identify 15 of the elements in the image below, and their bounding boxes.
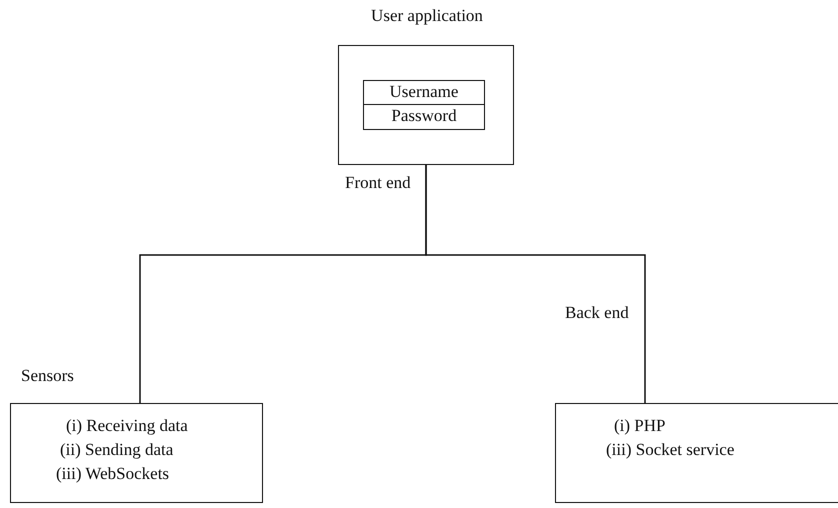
form-field-row xyxy=(363,104,485,130)
field-label: Username xyxy=(388,82,460,102)
list-item: (iii) WebSockets xyxy=(56,464,170,484)
form-field-row xyxy=(363,80,485,105)
list-item: (i) Receiving data xyxy=(66,416,188,436)
container-box xyxy=(555,403,838,503)
list-item: (ii) Sending data xyxy=(60,440,174,460)
connector-line xyxy=(425,165,646,403)
box-heading: User application xyxy=(370,6,484,26)
section-label: Front end xyxy=(345,173,411,193)
list-item: (iii) Socket service xyxy=(606,440,734,460)
field-label: Password xyxy=(390,106,458,126)
box-heading: Sensors xyxy=(21,366,74,386)
section-label: Back end xyxy=(565,303,629,323)
list-item: (i) PHP xyxy=(614,416,666,436)
